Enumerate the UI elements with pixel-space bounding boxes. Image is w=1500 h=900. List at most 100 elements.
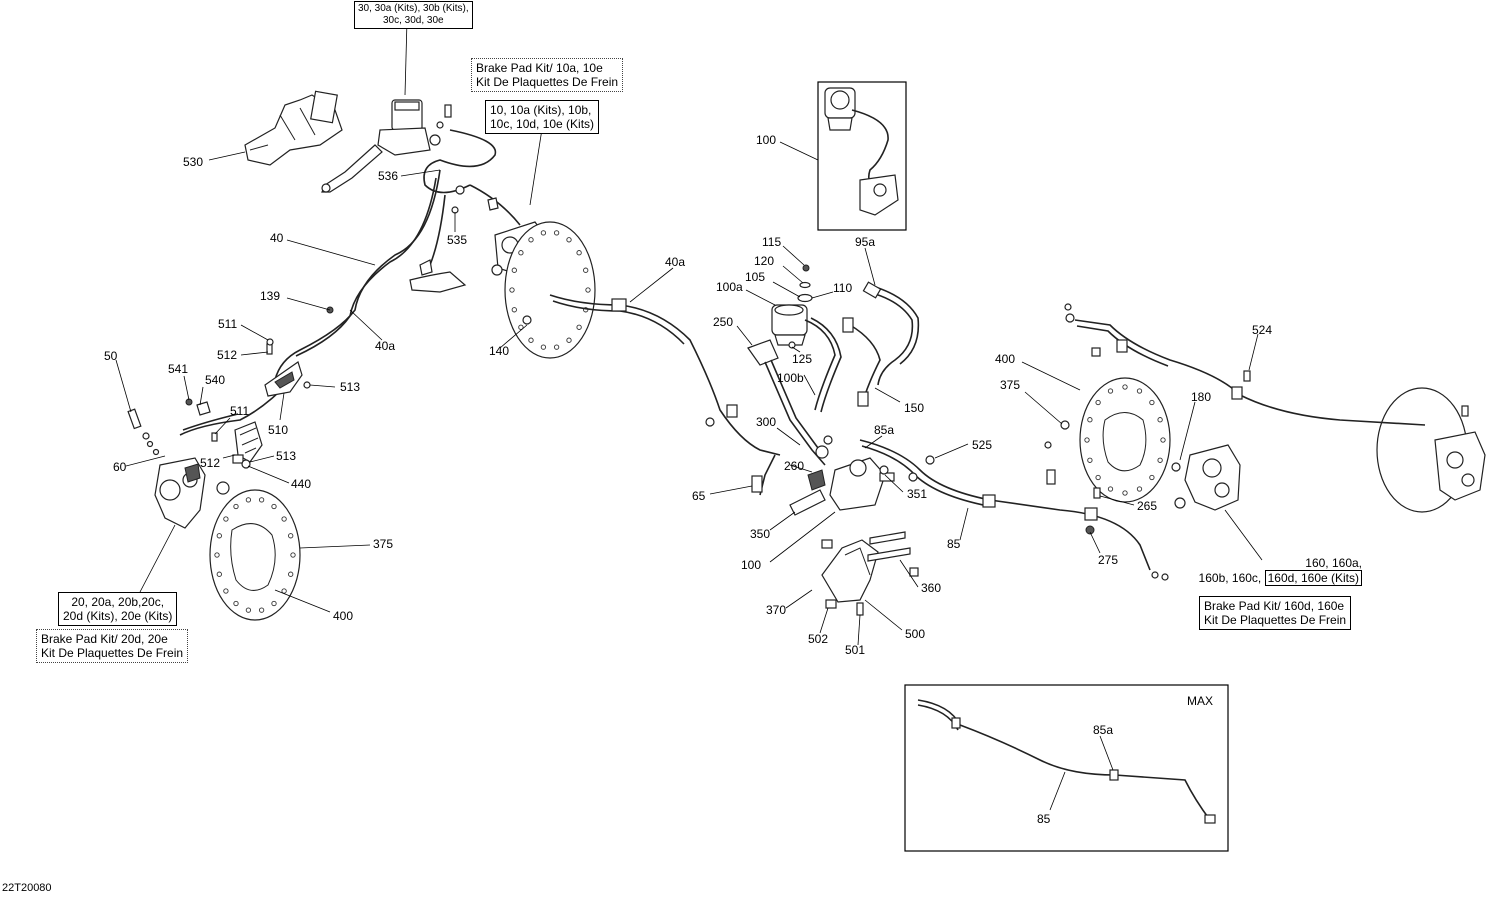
- callout-524: 524: [1252, 323, 1272, 337]
- callout-105: 105: [745, 270, 765, 284]
- disc-vent-hole: [216, 533, 222, 539]
- disc-vent-hole: [511, 267, 517, 273]
- callout-513-lower: 513: [276, 449, 296, 463]
- left-caliper-kit-line2: 20d (Kits), 20e (Kits): [63, 609, 173, 623]
- master-cylinder-kit-line1: 30, 30a (Kits), 30b (Kits),: [358, 3, 469, 14]
- callout-400-left: 400: [333, 609, 353, 623]
- left-pad-kit-box: Brake Pad Kit/ 20d, 20e Kit De Plaquette…: [36, 629, 189, 663]
- callout-536: 536: [378, 169, 398, 183]
- callout-360: 360: [921, 581, 941, 595]
- fasteners-535: [419, 185, 499, 276]
- left-front-caliper: [154, 457, 230, 529]
- disc-vent-hole: [1149, 474, 1155, 481]
- disc-vent-hole: [518, 250, 524, 256]
- callout-511-upper: 511: [218, 317, 237, 331]
- disc-vent-hole: [540, 230, 547, 236]
- front-pad-kit-line2: Kit De Plaquettes De Frein: [476, 75, 619, 89]
- front-caliper-kit-line1: 10, 10a (Kits), 10b,: [490, 103, 592, 117]
- disc-vent-hole: [583, 267, 589, 273]
- callout-260: 260: [784, 459, 804, 473]
- disc-vent-hole: [553, 344, 560, 350]
- callout-140: 140: [489, 344, 509, 358]
- disc-vent-hole: [566, 337, 572, 343]
- disc-vent-hole: [271, 600, 277, 607]
- disc-vent-hole: [288, 571, 294, 577]
- disc-vent-hole: [1157, 457, 1163, 463]
- rear-caliper-160: [1171, 444, 1241, 511]
- callout-40a-right: 40a: [665, 255, 685, 269]
- max-detail-box: [904, 684, 1229, 852]
- disc-vent-hole: [1107, 388, 1114, 394]
- hose-95a: [862, 281, 920, 386]
- diagram-code: 22T20080: [2, 882, 52, 894]
- callout-100a: 100a: [716, 280, 743, 294]
- disc-vent-hole: [233, 600, 239, 607]
- disc-vent-hole: [1084, 437, 1090, 443]
- disc-vent-hole: [258, 497, 265, 503]
- disc-vent-hole: [528, 337, 534, 343]
- callout-512-upper: 512: [217, 348, 237, 362]
- master-cylinder-kit-box: 30, 30a (Kits), 30b (Kits), 30c, 30d, 30…: [354, 1, 473, 29]
- disc-vent-hole: [1136, 388, 1143, 394]
- disc-vent-hole: [1136, 486, 1143, 492]
- rear-small-fasteners: [1044, 420, 1101, 499]
- callout-500: 500: [905, 627, 925, 641]
- callout-65: 65: [692, 489, 706, 503]
- callout-50: 50: [104, 349, 118, 363]
- callout-85: 85: [947, 537, 961, 551]
- callout-85a: 85a: [874, 423, 894, 437]
- disc-vent-hole: [281, 516, 287, 522]
- callout-40a-left: 40a: [375, 339, 395, 353]
- callout-60: 60: [113, 460, 127, 474]
- callout-110: 110: [833, 281, 852, 295]
- disc-vent-hole: [528, 237, 534, 243]
- pushrod-350: [789, 469, 826, 516]
- callout-100b: 100b: [777, 371, 804, 385]
- rear-pad-kit-line1: Brake Pad Kit/ 160d, 160e: [1204, 599, 1345, 613]
- brake-pedal-250: [747, 339, 833, 466]
- callout-350: 350: [750, 527, 770, 541]
- rear-left-brake-disc: [1079, 377, 1171, 503]
- callout-150: 150: [904, 401, 924, 415]
- left-caliper-kit-line1: 20, 20a, 20b,20c,: [71, 595, 165, 609]
- callout-300: 300: [756, 415, 776, 429]
- rear-caliper-kit-boxed: 160d, 160e (Kits): [1264, 570, 1362, 586]
- callout-511-lower: 511: [230, 404, 249, 418]
- brake-line-65: [751, 454, 776, 496]
- handlebar-bracket-530: [244, 90, 343, 166]
- rear-caliper-kit-text: 160, 160a, 160b, 160c, 160d, 160e (Kits): [1190, 556, 1362, 586]
- disc-vent-hole: [223, 588, 229, 594]
- callout-541: 541: [168, 362, 188, 376]
- disc-vent-hole: [1122, 384, 1128, 390]
- callout-513-upper: 513: [340, 380, 360, 394]
- disc-vent-hole: [1122, 490, 1128, 496]
- disc-vent-hole: [518, 324, 524, 330]
- callout-275: 275: [1098, 553, 1118, 567]
- master-cylinder-30: [321, 99, 452, 193]
- splitter-510: [264, 361, 303, 397]
- disc-vent-hole: [1095, 399, 1101, 406]
- rear-caliper-kit-line1: 160, 160a,: [1305, 556, 1362, 570]
- callout-375-left: 375: [373, 537, 393, 551]
- callout-370: 370: [766, 603, 786, 617]
- callout-525: 525: [972, 438, 992, 452]
- callout-95a: 95a: [855, 235, 875, 249]
- max-box-title: MAX: [1187, 694, 1213, 708]
- disc-vent-hole: [233, 503, 239, 510]
- disc-vent-hole: [576, 250, 582, 256]
- left-front-brake-disc: [209, 489, 301, 621]
- callout-100-top: 100: [756, 133, 776, 147]
- brake-line-40a: [522, 294, 781, 456]
- disc-vent-hole: [258, 607, 265, 613]
- callout-510: 510: [268, 423, 288, 437]
- switch-150: [842, 317, 881, 407]
- callout-85-max: 85: [1037, 812, 1051, 826]
- callout-85a-max: 85a: [1093, 723, 1113, 737]
- disc-vent-hole: [245, 497, 252, 503]
- disc-vent-hole: [290, 552, 296, 558]
- disc-vent-hole: [553, 230, 560, 236]
- disc-vent-hole: [1095, 474, 1101, 481]
- callout-535: 535: [447, 233, 467, 247]
- left-caliper-kit-box: 20, 20a, 20b,20c, 20d (Kits), 20e (Kits): [58, 592, 178, 626]
